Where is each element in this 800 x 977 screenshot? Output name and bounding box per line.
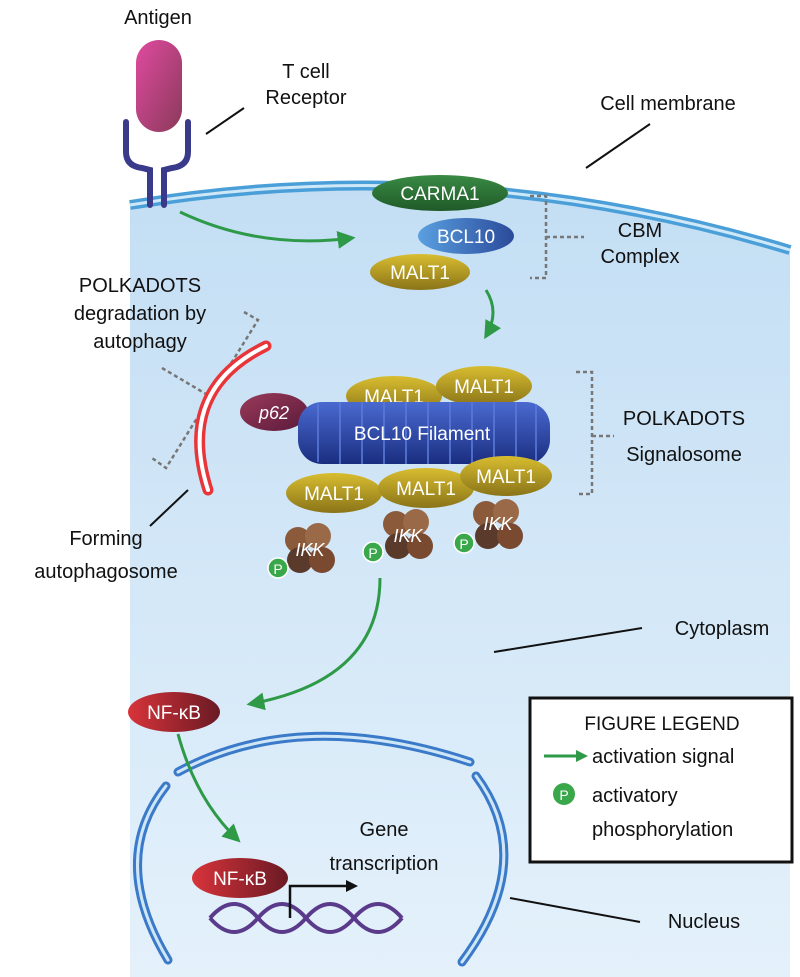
- phospho-label-2: P: [368, 545, 377, 561]
- nucleus-leader-line: [509, 897, 641, 923]
- bcl10-label: BCL10: [437, 227, 495, 248]
- legend-activation-arrow-icon: [544, 750, 588, 762]
- malt1-bottom-2: [378, 468, 474, 508]
- tcr-label-line1: T cell: [282, 61, 329, 83]
- cell-membrane-label: Cell membrane: [600, 93, 736, 115]
- bcl10-filament-label: BCL10 Filament: [354, 424, 491, 445]
- nfkb-nucleus-label: NF-κB: [213, 869, 267, 890]
- malt1-top-right: [436, 366, 532, 406]
- forming-autophagosome-line1: Forming: [69, 528, 142, 550]
- phospho-label-3: P: [459, 536, 468, 552]
- forming-autophagosome-line2: autophagosome: [34, 561, 177, 583]
- malt1-oval: [370, 254, 470, 290]
- degradation-bracket: [151, 310, 260, 470]
- malt1-bottom-1-label: MALT1: [304, 484, 364, 505]
- nucleus-envelope: [133, 731, 509, 967]
- legend-phospho-line1: activatory: [592, 785, 678, 807]
- carma1-oval: [372, 175, 508, 211]
- bcl10-oval: [418, 218, 514, 254]
- cbm-complex: CARMA1 BCL10 MALT1: [370, 175, 514, 290]
- ikk-complex-1: IKK P: [267, 523, 335, 579]
- malt1-bottom-2-label: MALT1: [396, 479, 456, 500]
- nfkb-nucleus-oval: [192, 858, 288, 898]
- activation-arrow-receptor: [179, 210, 356, 249]
- phospho-label-1: P: [273, 561, 282, 577]
- legend-phospho-symbol: P: [559, 787, 568, 803]
- membrane-leader-line: [585, 123, 651, 169]
- malt1-bottom-3: [460, 456, 552, 496]
- cytoplasm-leader-line: [493, 627, 643, 653]
- legend-phospho-line2: phosphorylation: [592, 819, 733, 841]
- ikk-label-3: IKK: [483, 514, 513, 534]
- figure-legend: FIGURE LEGEND activation signal P activa…: [528, 696, 794, 864]
- legend-phospho-icon: [553, 783, 575, 805]
- ikk-complex-3: IKK P: [453, 499, 523, 554]
- cbm-bracket: [530, 194, 584, 280]
- autophagosome-membrane: [194, 340, 272, 496]
- nfkb-cytoplasm-label: NF-κB: [147, 703, 201, 724]
- polkadots-degradation-line3: autophagy: [93, 331, 186, 353]
- legend-activation-label: activation signal: [592, 746, 734, 768]
- polkadots-signalosome-line2: Signalosome: [626, 444, 742, 466]
- legend-title: FIGURE LEGEND: [584, 714, 739, 735]
- ikk-label-1: IKK: [295, 540, 325, 560]
- antigen-shape: [136, 40, 182, 132]
- bcl10-filament: BCL10 Filament: [298, 402, 550, 464]
- phospho-badge-3: [453, 532, 475, 554]
- malt1-bottom-3-label: MALT1: [476, 467, 536, 488]
- polkadots-degradation-line1: POLKADOTS: [79, 275, 201, 297]
- gene-transcription-line1: Gene: [360, 819, 409, 841]
- dna-helix-icon: [208, 902, 404, 934]
- ikk-label-2: IKK: [393, 526, 423, 546]
- nucleus-label: Nucleus: [668, 911, 740, 933]
- polkadots-signalosome: MALT1 MALT1 BCL10 Filament MALT1 MA: [267, 366, 552, 579]
- activation-arrow-cbm: [484, 289, 502, 340]
- p62-oval: [240, 393, 308, 431]
- ikk-complex-2: IKK P: [362, 509, 433, 563]
- t-cell-receptor-icon: [123, 119, 191, 208]
- antigen-label: Antigen: [124, 7, 192, 29]
- malt1-bottom-1: [286, 473, 382, 513]
- cbm-label-line2: Complex: [601, 246, 680, 268]
- nfkb-cytoplasm-oval: [128, 692, 220, 732]
- activation-arrow-ikk: [246, 577, 382, 711]
- carma1-label: CARMA1: [400, 184, 479, 205]
- activation-arrow-nfkb: [176, 733, 241, 843]
- signalosome-bracket: [576, 370, 614, 496]
- cytoplasm-label: Cytoplasm: [675, 618, 769, 640]
- cbm-label-line1: CBM: [618, 220, 662, 242]
- malt1-label: MALT1: [390, 263, 450, 284]
- polkadots-signalosome-line1: POLKADOTS: [623, 408, 745, 430]
- polkadots-degradation-line2: degradation by: [74, 303, 206, 325]
- gene-transcription-line2: transcription: [330, 853, 439, 875]
- transcription-arrow: [288, 880, 358, 918]
- malt1-top-right-label: MALT1: [454, 377, 514, 398]
- phospho-badge-1: [267, 557, 289, 579]
- tcr-label-line2: Receptor: [265, 87, 346, 109]
- tcr-leader-line: [205, 107, 245, 135]
- autophagosome-leader-line: [149, 489, 189, 527]
- p62-label: p62: [258, 403, 289, 423]
- phospho-badge-2: [362, 541, 384, 563]
